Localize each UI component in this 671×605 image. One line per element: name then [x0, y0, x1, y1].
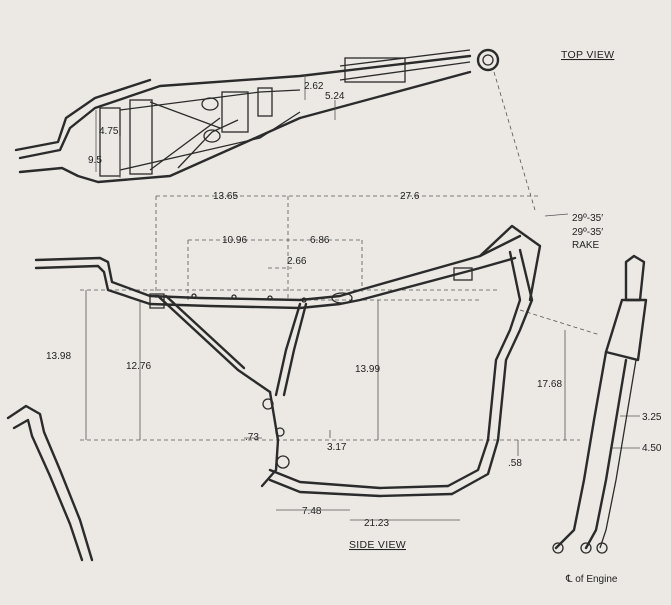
dim-13-98: 13.98 [46, 351, 71, 362]
swingarm-fragment [6, 404, 94, 562]
dim-2-66: 2.66 [287, 256, 307, 267]
front-fork [552, 254, 648, 554]
top-view-label: TOP VIEW [561, 49, 614, 61]
dim-6-86: 6.86 [310, 235, 330, 246]
dim-top-2-62: 2.62 [304, 81, 324, 92]
top-view-frame [14, 48, 536, 211]
side-view-frame [34, 195, 601, 498]
rake-angle-2: 29º-35′ [572, 227, 603, 238]
dim-13-65: 13.65 [213, 191, 238, 202]
side-view-label: SIDE VIEW [349, 539, 406, 551]
engine-centerline-label: ℄ of Engine [565, 574, 618, 585]
dim-17-68: 17.68 [537, 379, 562, 390]
dim-top-4-75: 4.75 [99, 126, 119, 137]
dim-top-5-24: 5.24 [325, 91, 345, 102]
dim-27-6: 27.6 [400, 191, 420, 202]
dim-12-76: 12.76 [126, 361, 151, 372]
rake-label: RAKE [572, 240, 600, 251]
dim-3-25: 3.25 [642, 412, 662, 423]
dim-21-23: 21.23 [364, 518, 389, 529]
dim-7-48: 7.48 [302, 506, 322, 517]
dim-3-17: 3.17 [327, 442, 347, 453]
rake-angle-1: 29º-35′ [572, 213, 603, 224]
dim-4-50: 4.50 [642, 443, 662, 454]
dim-10-96: 10.96 [222, 235, 247, 246]
dim-top-9-5: 9.5 [88, 155, 102, 166]
dim-58: .58 [508, 458, 522, 469]
dim-13-99: 13.99 [355, 364, 380, 375]
dim-73: .73 [245, 432, 259, 443]
